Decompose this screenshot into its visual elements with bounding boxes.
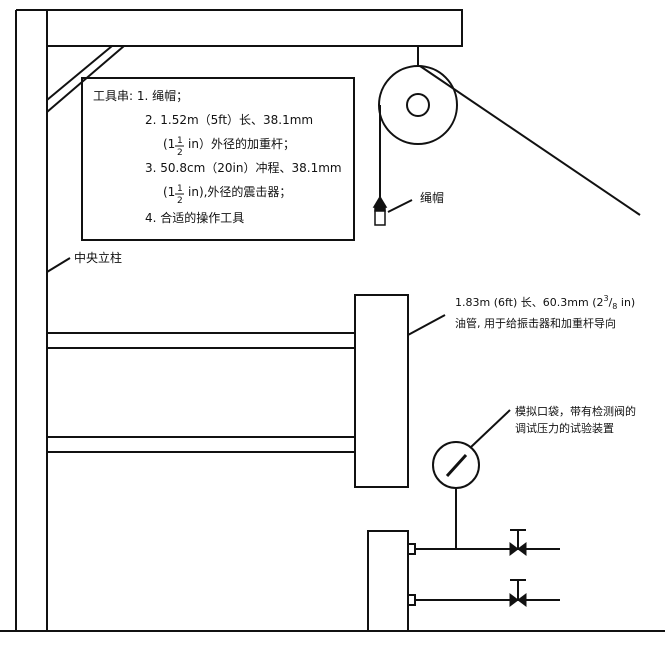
rope-cap-leader [387,199,413,213]
cable-diagonal [419,65,641,216]
test-fixture-body [367,530,409,632]
test-fixture-label-line2: 调试压力的试验装置 [515,421,614,435]
center-post-leader [46,257,71,273]
toolstring-item2-numerator: 1 [177,136,183,146]
toolstring-box [81,77,355,241]
lower-valve [509,593,527,607]
gauge-leader [470,409,511,448]
toolstring-item2-pre: (1 [163,137,175,151]
test-fixture-label-line1: 模拟口袋，带有检测阀的 [515,404,636,418]
rope-cap-icon [372,195,388,226]
brace-outer [46,45,113,101]
gauge-needle [445,453,468,478]
tubing-label-line2: 油管, 用于给振击器和加重杆导向 [455,316,616,330]
toolstring-item3-numerator: 1 [177,184,183,194]
lower-port [407,594,416,606]
center-post-label: 中央立柱 [74,250,122,265]
rope-cap-label: 绳帽 [420,190,444,205]
toolstring-item4: 4. 合适的操作工具 [145,210,244,225]
toolstring-item2-denominator: 2 [177,148,183,158]
toolstring-item3-denominator: 2 [177,196,183,206]
toolstring-item3-line2: in),外径的震击器； [188,184,291,199]
toolstring-item2-line2: in）外径的加重杆； [188,136,295,151]
guide-tubing [354,294,409,488]
upper-valve [509,542,527,556]
pulley-hub [406,93,430,117]
tubing-label-line1: 1.83m (6ft) 长、60.3mm (23/8 in) [455,294,635,311]
toolstring-item2-line1: 2. 1.52m（5ft）长、38.1mm [145,113,313,127]
tubing-leader [407,314,446,336]
pulley-wheel [378,65,458,145]
toolstring-heading: 工具串: 1. 绳帽； [93,88,188,103]
pressure-gauge [432,441,480,489]
top-beam [46,9,463,47]
toolstring-item3-line1: 3. 50.8cm（20in）冲程、38.1mm [145,160,342,175]
toolstring-item3-pre: (1 [163,185,175,199]
upper-port [407,543,416,555]
